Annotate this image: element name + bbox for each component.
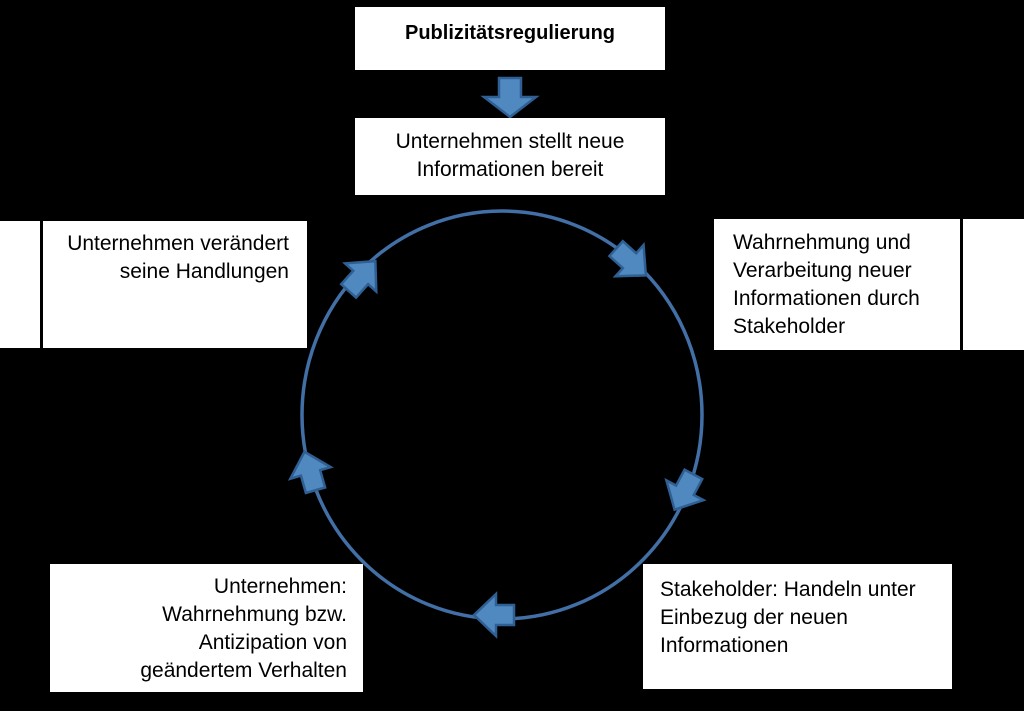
bottom-right-box-line: Stakeholder: Handeln unter [660,578,916,601]
flow-down-arrow-icon [480,76,540,119]
title-box: Publizitätsregulierung [355,7,665,70]
bottom-left-box-line: Unternehmen: [213,575,347,598]
right-box-line: Stakeholder [733,315,846,338]
left-box: Unternehmen verändert seine Handlungen [0,221,307,348]
bottom-right-box: Stakeholder: Handeln unter Einbezug der … [643,564,952,689]
cycle-arrow-right-icon [664,467,707,512]
title-text: Publizitätsregulierung [404,22,616,44]
right-box-connector-line [960,219,963,350]
right-box-line: Informationen durch [733,287,920,310]
bottom-right-box-line: Informationen [660,634,789,657]
bottom-left-box-line: geändertem Verhalten [140,659,347,682]
cycle-arrow-top-left-icon [339,259,378,300]
cycle-arrow-top-right-icon [607,239,648,278]
right-box-line: Verarbeitung neuer [733,259,912,282]
cycle-arrow-left-icon [287,450,334,495]
right-box: Wahrnehmung und Verarbeitung neuer Infor… [714,219,1024,350]
right-box-line: Wahrnehmung und [733,231,911,254]
bottom-left-box-line: Wahrnehmung bzw. [162,603,347,626]
bottom-left-box: Unternehmen: Wahrnehmung bzw. Antizipati… [50,564,363,692]
bottom-right-box-line: Einbezug der neuen [660,606,848,629]
left-box-connector-line [40,221,43,348]
source-box: Unternehmen stellt neue Informationen be… [355,118,665,195]
source-box-line: Unternehmen stellt neue [395,130,625,153]
left-box-line: Unternehmen verändert [67,232,289,255]
cycle-arrow-bottom-icon [472,591,516,639]
source-box-line: Informationen bereit [416,158,604,181]
bottom-left-box-line: Antizipation von [198,631,347,654]
left-box-line: seine Handlungen [119,260,289,283]
